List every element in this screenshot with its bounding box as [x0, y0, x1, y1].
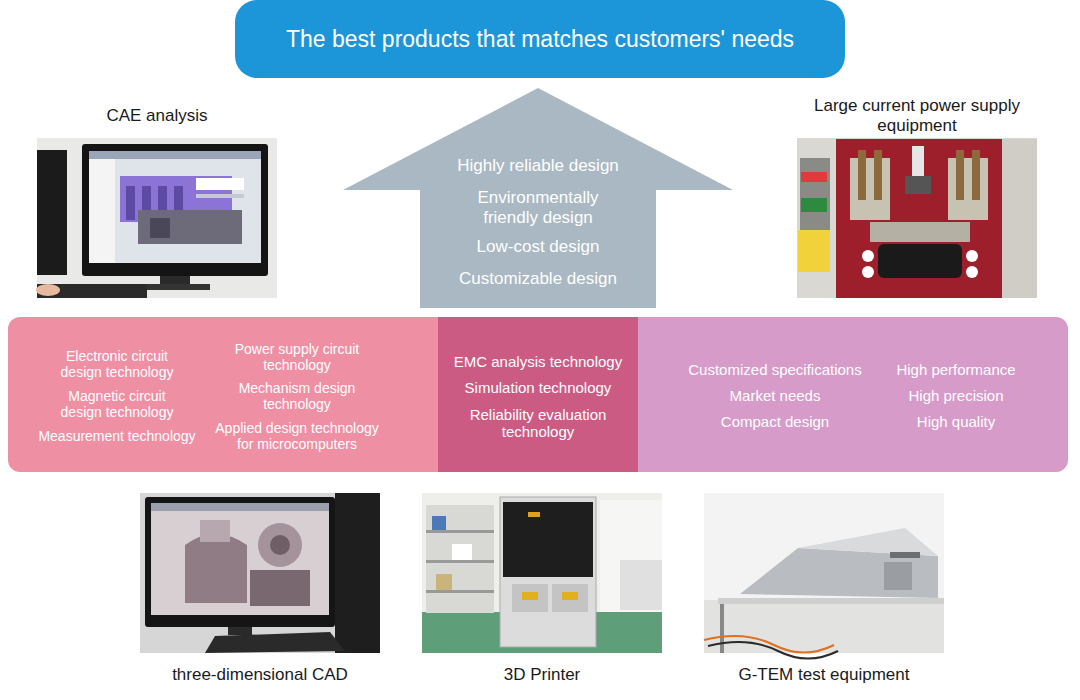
- needs-band: Customized specificationsMarket needsCom…: [638, 317, 1068, 472]
- up-arrow: Highly reliable designEnvironmentally fr…: [343, 88, 733, 308]
- node-text: Customizable design: [423, 269, 653, 289]
- node-text: G-TEM test equipment: [704, 665, 944, 685]
- node-text: Customized specifications: [675, 361, 875, 378]
- gtem-photo: [704, 493, 944, 659]
- node-text: Market needs: [675, 387, 875, 404]
- arrow-outline: [343, 88, 733, 308]
- node-text: The best products that matches customers…: [245, 26, 835, 52]
- photo-panel: G-TEM test equipment: [704, 493, 944, 693]
- node-text: Environmentally friendly design: [463, 188, 613, 227]
- node-text: High quality: [876, 413, 1036, 430]
- node-text: Low-cost design: [423, 237, 653, 257]
- node-text: Magnetic circuit design technology: [50, 388, 185, 420]
- technology-band: Electronic circuit design technologyMagn…: [8, 317, 438, 472]
- photo-panel: CAE analysis: [37, 100, 277, 298]
- node-text: Power supply circuit technology: [212, 341, 382, 373]
- analysis-band: EMC analysis technologySimulation techno…: [438, 317, 638, 472]
- printer-photo: [422, 493, 662, 653]
- node-text: CAE analysis: [39, 106, 275, 126]
- cae-photo: [36, 138, 277, 298]
- node-text: Measurement technology: [17, 428, 217, 444]
- photo-panel: Large current power supply equipment: [797, 96, 1037, 298]
- node-text: Highly reliable design: [423, 156, 653, 176]
- node-text: High precision: [876, 387, 1036, 404]
- node-text: Compact design: [675, 413, 875, 430]
- node-text: Applied design technology for microcompu…: [210, 420, 385, 452]
- photo-panel: 3D Printer: [422, 493, 662, 693]
- node-text: Mechanism design technology: [212, 380, 382, 412]
- node-text: 3D Printer: [422, 665, 662, 685]
- photo-panel: three-dimensional CAD: [140, 493, 380, 693]
- node-text: three-dimensional CAD: [140, 665, 380, 685]
- cad-photo: [140, 493, 380, 653]
- power-supply-photo: [797, 138, 1037, 298]
- node-text: High performance: [876, 361, 1036, 378]
- node-text: Simulation technology: [442, 379, 634, 396]
- node-text: Large current power supply equipment: [797, 96, 1037, 135]
- goal-box: The best products that matches customers…: [235, 0, 845, 78]
- node-text: Reliability evaluation technology: [442, 406, 634, 441]
- node-text: EMC analysis technology: [442, 353, 634, 370]
- node-text: Electronic circuit design technology: [50, 348, 185, 380]
